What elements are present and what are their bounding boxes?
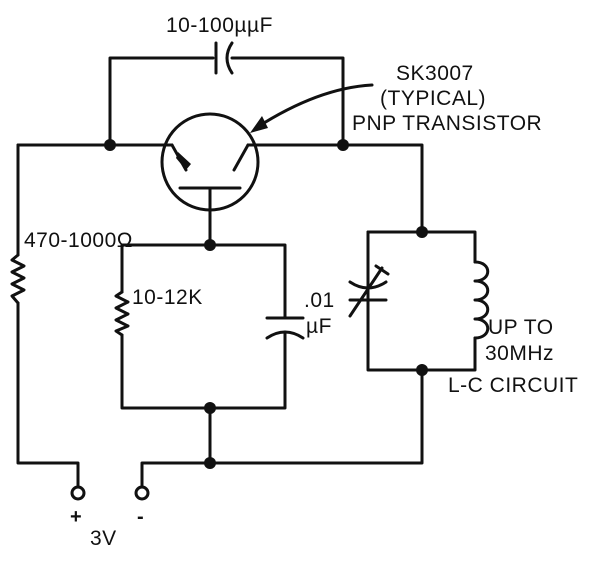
bypass-capacitor-unit-label: µF bbox=[306, 315, 332, 338]
variable-capacitor-symbol bbox=[348, 264, 390, 318]
negative-terminal bbox=[134, 485, 150, 501]
wire-rc-top bbox=[120, 243, 287, 320]
junctions bbox=[104, 139, 428, 469]
pointer-arrow bbox=[250, 83, 374, 133]
feedback-capacitor-label: 10-100µµF bbox=[166, 14, 273, 37]
bias-resistor-label: 470-1000Ω bbox=[24, 229, 133, 252]
emitter-resistor-label: 10-12K bbox=[132, 286, 203, 309]
minus-sign-label: - bbox=[137, 506, 144, 528]
positive-terminal bbox=[70, 485, 86, 501]
junction-dot bbox=[104, 139, 116, 151]
wire-left-lower bbox=[16, 301, 80, 489]
wire-top-right bbox=[246, 143, 424, 234]
inductor-symbol bbox=[473, 260, 490, 340]
wire-rc-bottom bbox=[120, 330, 287, 410]
transistor-typical-label: (TYPICAL) bbox=[380, 87, 486, 110]
plus-sign-label: + bbox=[70, 506, 82, 528]
wire-feedback-right bbox=[230, 56, 345, 147]
wire-feedback-left bbox=[108, 56, 215, 147]
lc-circuit-label: L-C CIRCUIT bbox=[448, 374, 578, 397]
emitter-resistor-symbol bbox=[114, 290, 130, 337]
junction-dot bbox=[337, 139, 349, 151]
pnp-transistor-symbol bbox=[160, 112, 260, 212]
junction-dot bbox=[204, 239, 216, 251]
bypass-capacitor-value-label: .01 bbox=[304, 289, 335, 312]
lc-range-line2-label: 30MHz bbox=[485, 342, 554, 365]
lc-range-line1-label: UP TO bbox=[488, 316, 554, 339]
supply-voltage-label: 3V bbox=[90, 527, 117, 550]
junction-dot bbox=[416, 226, 428, 238]
battery-terminals bbox=[70, 485, 150, 501]
transistor-model-label: SK3007 bbox=[396, 62, 474, 85]
junction-dot bbox=[204, 402, 216, 414]
transistor-type-label: PNP TRANSISTOR bbox=[352, 112, 542, 135]
bias-resistor-symbol bbox=[10, 253, 26, 305]
junction-dot bbox=[416, 364, 428, 376]
bypass-capacitor-symbol bbox=[265, 316, 305, 340]
junction-dot bbox=[204, 457, 216, 469]
wire-bottom-rail bbox=[140, 368, 424, 489]
feedback-capacitor-symbol bbox=[214, 41, 234, 75]
wire-lc-top bbox=[366, 230, 477, 264]
